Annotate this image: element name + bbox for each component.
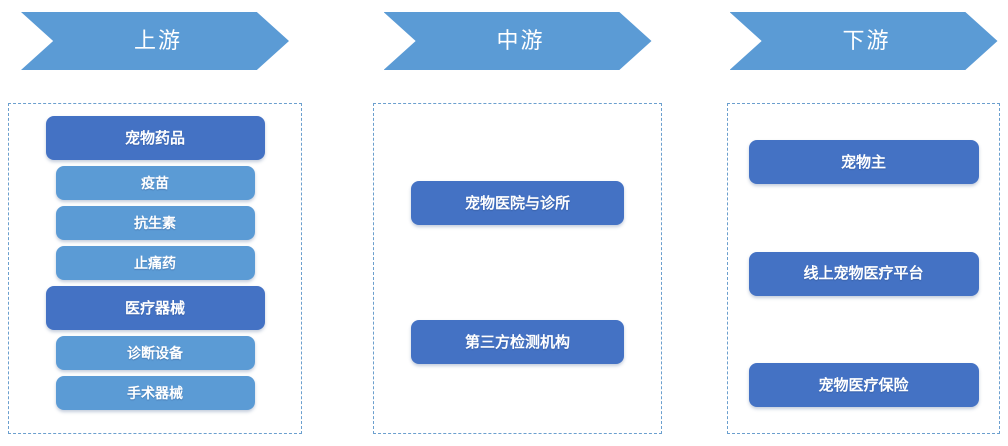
chevron-label-downstream: 下游 — [842, 28, 891, 53]
chevron-label-upstream: 上游 — [133, 28, 182, 53]
node-label: 抗生素 — [134, 215, 176, 231]
node-label: 宠物医疗保险 — [818, 376, 909, 394]
column-upstream: 上游 宠物药品 疫苗 抗生素 止痛药 医疗器械 诊断设备 — [8, 0, 302, 446]
node-box[interactable]: 医疗器械 — [45, 286, 265, 330]
node-box[interactable]: 止痛药 — [55, 246, 255, 280]
chevron-header-upstream: 上游 — [21, 12, 289, 70]
chevron-header-downstream: 下游 — [729, 12, 998, 70]
column-downstream: 下游 宠物主 线上宠物医疗平台 宠物医疗保险 — [727, 0, 1000, 446]
node-box[interactable]: 宠物药品 — [45, 116, 265, 160]
dashed-container-midstream — [373, 103, 662, 434]
node-label: 第三方检测机构 — [464, 333, 570, 351]
node-box[interactable]: 诊断设备 — [55, 336, 255, 370]
node-label: 诊断设备 — [127, 345, 183, 361]
node-label: 宠物主 — [840, 153, 886, 171]
node-box[interactable]: 线上宠物医疗平台 — [748, 251, 979, 296]
node-list-midstream: 宠物医院与诊所 第三方检测机构 — [373, 103, 662, 434]
chevron-label-midstream: 中游 — [496, 28, 545, 53]
node-label: 疫苗 — [141, 175, 169, 191]
node-label: 宠物医院与诊所 — [464, 194, 570, 212]
node-label: 止痛药 — [134, 255, 176, 271]
node-box[interactable]: 疫苗 — [55, 166, 255, 200]
node-box[interactable]: 抗生素 — [55, 206, 255, 240]
node-label: 宠物药品 — [124, 129, 185, 147]
node-label: 线上宠物医疗平台 — [803, 265, 924, 282]
node-box[interactable]: 宠物医院与诊所 — [411, 181, 624, 225]
node-label: 手术器械 — [127, 385, 183, 401]
node-box[interactable]: 宠物主 — [748, 140, 979, 184]
node-box[interactable]: 宠物医疗保险 — [748, 363, 979, 407]
chevron-shape: 下游 — [729, 12, 998, 70]
chevron-header-midstream: 中游 — [383, 12, 652, 70]
node-label: 医疗器械 — [124, 299, 185, 317]
node-box[interactable]: 第三方检测机构 — [411, 320, 624, 364]
column-midstream: 中游 宠物医院与诊所 第三方检测机构 — [373, 0, 662, 446]
node-list-upstream: 宠物药品 疫苗 抗生素 止痛药 医疗器械 诊断设备 手术器械 — [8, 103, 302, 434]
node-list-downstream: 宠物主 线上宠物医疗平台 宠物医疗保险 — [727, 103, 1000, 434]
chevron-shape: 上游 — [21, 12, 289, 70]
node-box[interactable]: 手术器械 — [55, 376, 255, 410]
chevron-shape: 中游 — [383, 12, 652, 70]
